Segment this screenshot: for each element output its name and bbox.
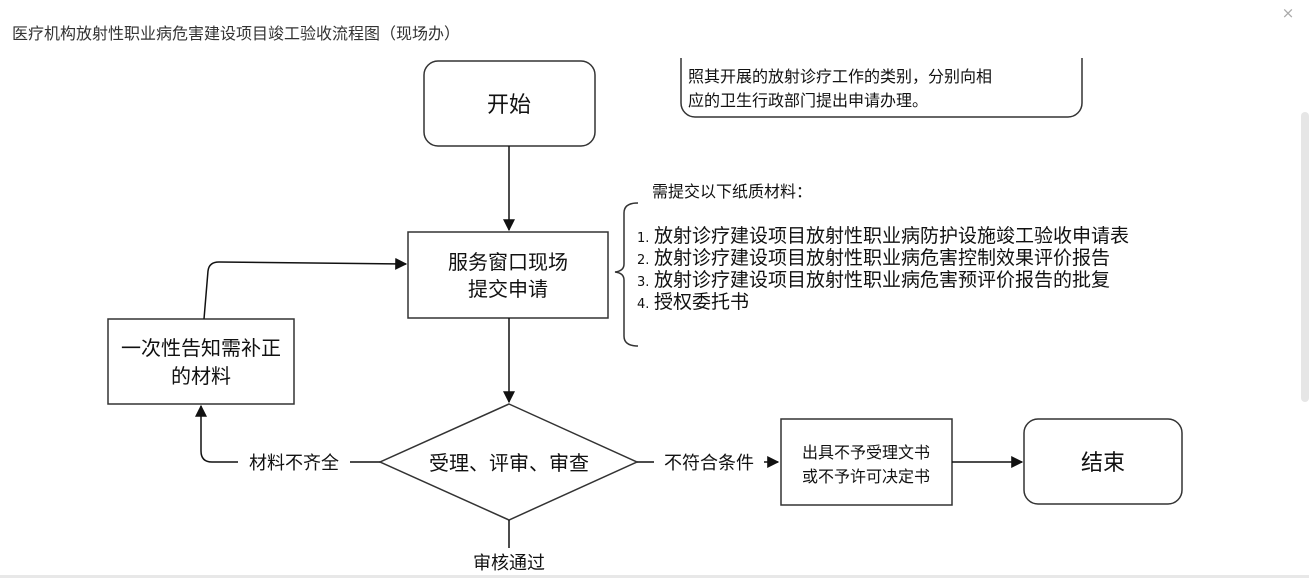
supplement-node-shape xyxy=(107,318,295,405)
submit-node: 服务窗口现场 提交申请 xyxy=(407,231,609,319)
approved-label-bg xyxy=(463,550,555,574)
materials-item-number: 2. xyxy=(637,253,649,268)
vertical-scrollbar[interactable] xyxy=(1301,112,1309,402)
materials-item: 放射诊疗建设项目放射性职业病防护设施竣工验收申请表 xyxy=(654,225,1129,247)
materials-title: 需提交以下纸质材料： xyxy=(652,182,812,201)
nonconform-label: 不符合条件 xyxy=(664,453,754,474)
supplement-node: 一次性告知需补正 的材料 xyxy=(107,318,295,405)
note-text-line0: 设前，已进行职业病危害控制效果评价，按 xyxy=(688,41,992,60)
nonconform-label-bg xyxy=(654,450,764,474)
reject-label-line2: 或不予许可决定书 xyxy=(802,467,930,486)
arrow-review-to-supplement xyxy=(195,404,380,463)
reject-label-line1: 出具不予受理文书 xyxy=(802,443,930,462)
close-icon[interactable]: × xyxy=(1281,4,1295,22)
materials-item: 授权委托书 xyxy=(654,291,749,313)
end-node: 结束 xyxy=(1023,418,1183,505)
arrow-supplement-to-submit xyxy=(203,257,408,320)
review-label: 受理、评审、审查 xyxy=(429,451,589,475)
reject-node-shape xyxy=(780,418,953,506)
supplement-label-line2: 的材料 xyxy=(171,364,231,388)
note-text-line1: 照其开展的放射诊疗工作的类别，分别向相 xyxy=(688,67,992,86)
submit-label-line1: 服务窗口现场 xyxy=(448,250,568,274)
materials-item: 放射诊疗建设项目放射性职业病危害控制效果评价报告 xyxy=(654,247,1110,269)
note-box: 设前，已进行职业病危害控制效果评价，按 照其开展的放射诊疗工作的类别，分别向相 … xyxy=(680,41,1083,118)
start-label: 开始 xyxy=(487,93,531,118)
materials-item: 放射诊疗建设项目放射性职业病危害预评价报告的批复 xyxy=(654,269,1110,291)
supplement-label-line1: 一次性告知需补正 xyxy=(121,336,281,360)
materials-item-number: 1. xyxy=(637,231,649,246)
reject-node: 出具不予受理文书 或不予许可决定书 xyxy=(780,418,953,506)
note-box-outline xyxy=(680,58,1083,118)
incomplete-label-bg xyxy=(238,450,350,474)
materials-item-number: 4. xyxy=(637,297,649,312)
materials-item-number: 3. xyxy=(637,275,649,290)
submit-label-line2: 提交申请 xyxy=(468,277,548,301)
end-node-shape xyxy=(1023,418,1183,505)
submit-node-shape xyxy=(407,231,609,319)
note-text-line2: 应的卫生行政部门提出申请办理。 xyxy=(688,91,928,110)
materials-list: 1. 放射诊疗建设项目放射性职业病防护设施竣工验收申请表 2. 放射诊疗建设项目… xyxy=(637,225,1129,313)
end-label: 结束 xyxy=(1081,451,1125,476)
bottom-divider xyxy=(0,575,1309,578)
materials-brace xyxy=(614,202,639,347)
start-node: 开始 xyxy=(423,60,596,147)
approved-label: 审核通过 xyxy=(473,553,545,574)
modal-title: 医疗机构放射性职业病危害建设项目竣工验收流程图（现场办） xyxy=(12,24,461,43)
incomplete-label: 材料不齐全 xyxy=(249,453,339,474)
review-node: 受理、评审、审查 xyxy=(378,403,639,521)
